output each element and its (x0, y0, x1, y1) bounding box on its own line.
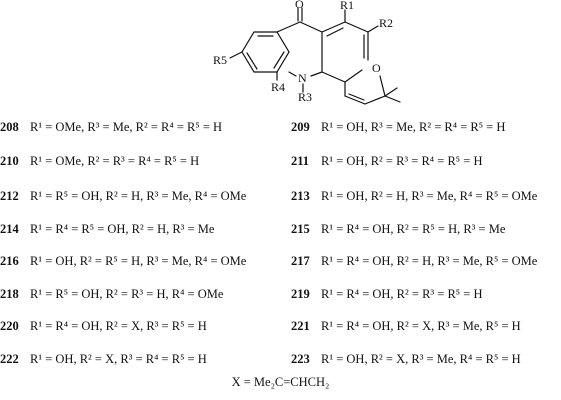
compound-id: 213 (291, 189, 310, 203)
atom-r4: R4 (271, 80, 285, 94)
substituent-definition: R¹ = OH, R² = X, R³ = R⁴ = R⁵ = H (30, 352, 207, 366)
atom-r1: R1 (340, 0, 354, 12)
atom-carbonyl-o: O (295, 0, 304, 11)
substituent-definition: R¹ = R⁴ = OH, R² = X, R³ = R⁵ = H (30, 319, 207, 333)
compound-id: 218 (0, 287, 19, 301)
compound-id: 210 (0, 154, 19, 168)
compound-id: 211 (291, 154, 310, 168)
substituent-definition: R¹ = R⁴ = OH, R² = R³ = R⁵ = H (321, 287, 483, 301)
substituent-definition: R¹ = R⁴ = R⁵ = OH, R² = H, R³ = Me (30, 222, 215, 236)
compound-id: 219 (291, 287, 310, 301)
substituent-definition: R¹ = OMe, R² = R³ = R⁴ = R⁵ = H (30, 154, 200, 168)
substituent-definition: R¹ = R⁴ = OH, R² = X, R³ = Me, R⁵ = H (321, 319, 521, 333)
substituent-definition: R¹ = OH, R³ = Me, R² = R⁴ = R⁵ = H (321, 120, 506, 134)
substituent-definition: R¹ = OH, R² = R³ = R⁴ = R⁵ = H (321, 154, 483, 168)
atom-r5: R5 (213, 53, 227, 67)
compound-id: 208 (0, 120, 19, 134)
atom-n: N (298, 71, 307, 85)
substituent-definition: R¹ = OH, R² = H, R³ = Me, R⁴ = R⁵ = OMe (321, 189, 538, 203)
compound-id: 216 (0, 254, 19, 268)
substituent-definition: R¹ = OH, R² = R⁵ = H, R³ = Me, R⁴ = OMe (30, 254, 247, 268)
atom-ring-o: O (372, 61, 381, 75)
compound-id: 217 (291, 254, 310, 268)
substituent-definition: R¹ = OH, R² = X, R³ = Me, R⁴ = R⁵ = H (321, 352, 521, 366)
compound-id: 223 (291, 352, 310, 366)
substituent-definition: R¹ = OMe, R³ = Me, R² = R⁴ = R⁵ = H (30, 120, 223, 134)
compound-id: 215 (291, 222, 310, 236)
compound-id: 212 (0, 189, 19, 203)
atom-r2: R2 (379, 16, 393, 30)
compound-id: 222 (0, 352, 19, 366)
compound-id: 221 (291, 319, 310, 333)
substituent-definition: R¹ = R⁵ = OH, R² = H, R³ = Me, R⁴ = OMe (30, 189, 247, 203)
compound-id: 209 (291, 120, 310, 134)
atom-r3: R3 (298, 90, 312, 104)
acridone-structure: O R1 R2 R5 R4 N R3 O (213, 0, 401, 105)
substituent-definition: R¹ = R⁵ = OH, R² = R³ = H, R⁴ = OMe (30, 287, 224, 301)
substituent-definition: R¹ = R⁴ = OH, R² = H, R³ = Me, R⁵ = OMe (321, 254, 538, 268)
footnote: X = Me₂C=CHCH₂ (231, 375, 330, 389)
compound-id: 214 (0, 222, 19, 236)
compound-id: 220 (0, 319, 19, 333)
substituent-definition: R¹ = R⁴ = OH, R² = R⁵ = H, R³ = Me (321, 222, 506, 236)
ring-left (241, 31, 290, 73)
